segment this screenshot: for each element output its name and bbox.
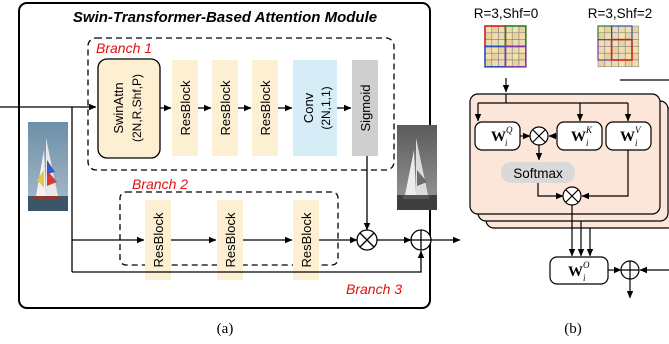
attention-map-image	[397, 125, 437, 210]
sigmoid-block	[352, 60, 378, 156]
softmax-block	[501, 162, 575, 183]
wv-label: W	[620, 129, 635, 145]
add-node	[410, 229, 432, 251]
branch2-label: Branch 2	[132, 176, 188, 192]
window-grid-shift2	[597, 25, 640, 68]
wk-sub: i	[586, 138, 589, 148]
multiply-node	[356, 229, 378, 251]
panel-b: R=3,Shf=0 R=3,Shf=2 W Q i W K i W V i	[469, 6, 669, 337]
caption-b: (b)	[564, 321, 582, 337]
branch1-label: Branch 1	[96, 40, 152, 56]
conv-params: (2N,1,1)	[319, 86, 333, 129]
b2-resblock-3-label: ResBlock	[299, 212, 314, 267]
b2-resblock-3	[293, 200, 319, 280]
window-grid-shift0	[484, 25, 527, 68]
branch3-path	[72, 250, 425, 273]
wv-sub: i	[635, 138, 638, 148]
sigmoid-label: Sigmoid	[358, 85, 373, 132]
wo-label: W	[568, 264, 583, 280]
wo-sub: i	[583, 273, 586, 283]
caption-a: (a)	[217, 321, 234, 337]
wk-label: W	[571, 129, 586, 145]
wv-sup: V	[635, 125, 642, 135]
module-title: Swin-Transformer-Based Attention Module	[73, 9, 377, 26]
wq-sup: Q	[506, 125, 513, 135]
window-label-shift0: R=3,Shf=0	[474, 6, 539, 21]
conv-block	[293, 60, 337, 156]
b2-resblock-2	[217, 200, 243, 280]
branch3-label: Branch 3	[346, 281, 402, 297]
swinattn-block	[97, 58, 161, 159]
av-multiply-node	[562, 186, 582, 206]
swinattn-params: (2N,R,Shf,P)	[130, 74, 144, 142]
branch2-frame	[119, 191, 339, 266]
panel-a: Swin-Transformer-Based Attention Module …	[0, 2, 461, 337]
swinattn-label: SwinAttn	[111, 82, 126, 133]
window-label-shift2: R=3,Shf=2	[588, 6, 653, 21]
b1-resblock-1	[172, 60, 198, 156]
b1-resblock-2-label: ResBlock	[218, 80, 233, 135]
output-add-node	[620, 260, 640, 280]
arrow-softmax-av	[537, 183, 564, 200]
conv-label: Conv	[301, 92, 316, 123]
softmax-label: Softmax	[513, 166, 563, 181]
b2-resblock-2-label: ResBlock	[223, 212, 238, 267]
qk-multiply-node	[529, 126, 549, 146]
wq-sub: i	[505, 138, 508, 148]
b1-resblock-3	[252, 60, 278, 156]
input-sailboat-image	[28, 122, 68, 211]
b1-resblock-2	[212, 60, 238, 156]
b1-resblock-3-label: ResBlock	[258, 80, 273, 135]
wq-label: W	[491, 129, 506, 145]
arrow-wv-av	[581, 150, 629, 200]
b2-resblock-1-label: ResBlock	[151, 212, 166, 267]
b2-resblock-1	[145, 200, 171, 280]
wk-sup: K	[585, 125, 593, 135]
b1-resblock-1-label: ResBlock	[178, 80, 193, 135]
wo-sup: O	[583, 260, 590, 270]
branch1-frame	[87, 37, 395, 171]
